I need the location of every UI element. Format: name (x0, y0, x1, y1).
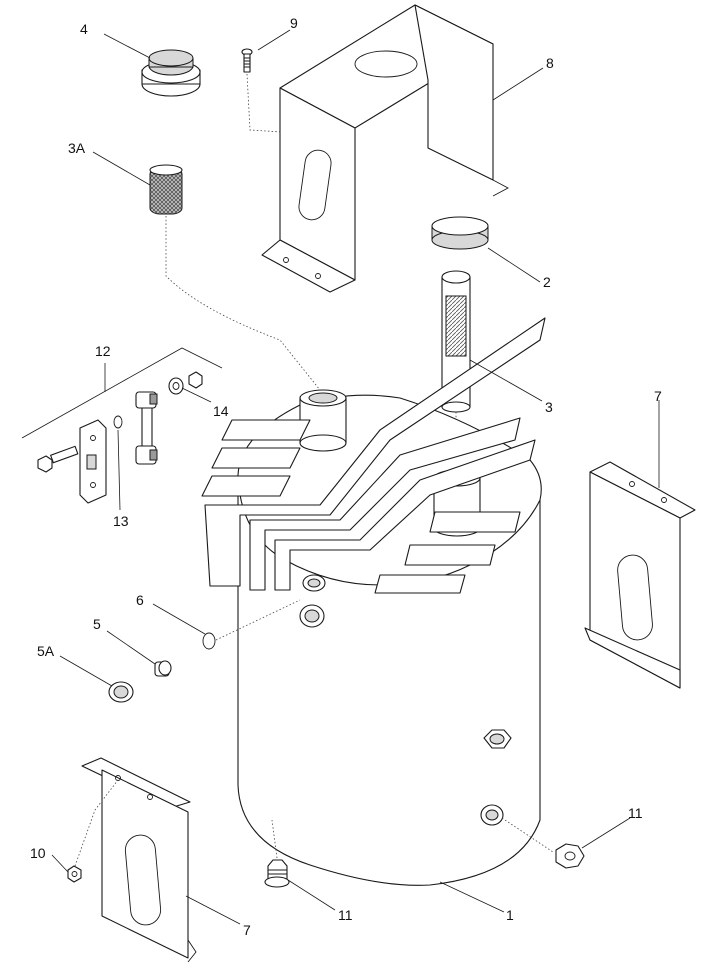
filter-disc-part-2 (431, 216, 489, 250)
filler-cap-part-4 (141, 49, 201, 97)
callout-3: 3 (545, 399, 553, 415)
callout-9: 9 (290, 15, 298, 31)
side-bracket-left-part-7 (81, 757, 197, 963)
callout-3a: 3A (68, 140, 86, 156)
callout-labels: 4 9 8 3A 2 12 7 3 14 13 6 5 5A 11 10 11 … (30, 15, 662, 938)
mounting-hardware-part-12 (21, 347, 223, 504)
callout-10: 10 (30, 845, 46, 861)
callout-5a: 5A (37, 643, 55, 659)
fitting-part-5a (108, 681, 134, 703)
callout-7-right: 7 (654, 388, 662, 404)
callout-7-bottom: 7 (243, 922, 251, 938)
callout-8: 8 (546, 55, 554, 71)
callout-4: 4 (80, 21, 88, 37)
callout-11-right: 11 (628, 805, 643, 821)
callout-13: 13 (113, 513, 129, 529)
callout-11-bottom: 11 (338, 907, 353, 923)
strainer-part-3a (149, 164, 183, 215)
side-bracket-right-part-7 (584, 461, 696, 689)
screw-part-9 (241, 48, 253, 73)
callout-1: 1 (506, 907, 514, 923)
callout-5: 5 (93, 616, 101, 632)
callout-6: 6 (136, 592, 144, 608)
watermark-arrow-shapes (201, 317, 546, 594)
callout-12: 12 (95, 343, 111, 359)
top-bracket-part-8 (261, 4, 509, 293)
nut-part-10 (67, 865, 82, 883)
side-plug-part-11 (555, 843, 585, 869)
leader-lines (51, 29, 660, 925)
drain-plug-part-11 (264, 859, 290, 888)
callout-14: 14 (213, 403, 229, 419)
o-ring-part-6 (202, 632, 216, 650)
plug-part-5 (154, 660, 172, 677)
callout-2: 2 (543, 274, 551, 290)
